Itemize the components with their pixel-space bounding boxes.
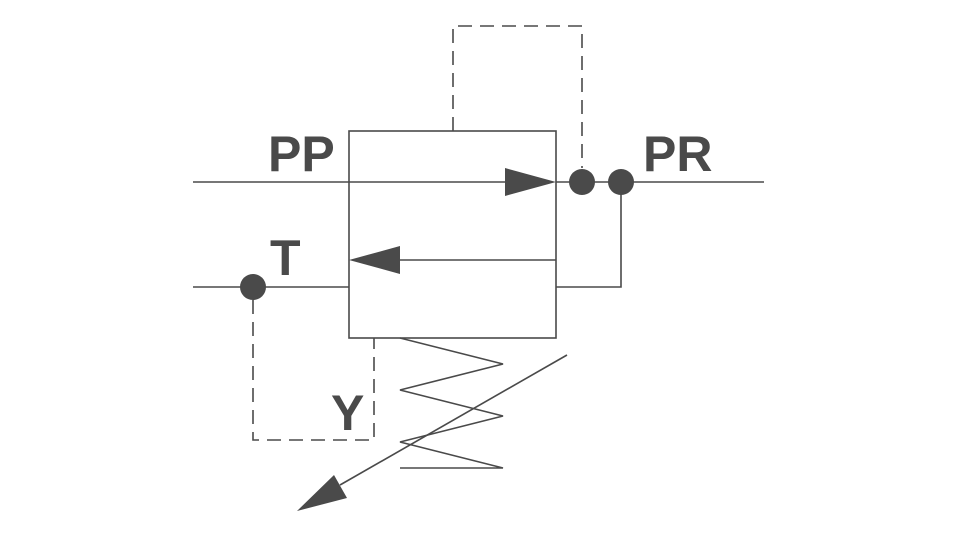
port-label-pr: PR (643, 126, 712, 182)
valve-body (348, 130, 557, 339)
drain-line-y (252, 300, 375, 441)
port-label-y: Y (331, 385, 364, 441)
flow-arrowhead-right (505, 168, 556, 196)
pilot-line-top (452, 25, 583, 168)
tank-port-dot (240, 274, 266, 300)
flow-arrowhead-left (349, 246, 400, 274)
pilot-port-dot (569, 169, 595, 195)
pr-feedback-line (556, 182, 622, 288)
adjustment-arrow-shaft (339, 354, 568, 486)
adjustment-arrowhead (297, 475, 347, 511)
port-label-t: T (270, 230, 301, 286)
pr-port-dot (608, 169, 634, 195)
port-label-pp: PP (268, 126, 335, 182)
spring (399, 337, 504, 469)
